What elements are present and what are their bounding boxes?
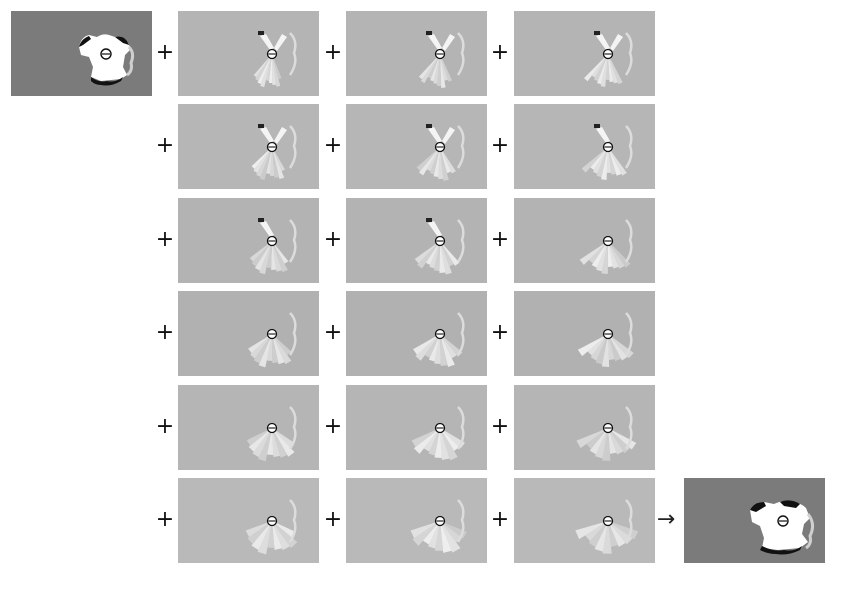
- robot-marker-icon: [266, 48, 278, 60]
- plus-operator: +: [155, 507, 175, 532]
- robot-marker-icon: [266, 328, 278, 340]
- plus-operator: +: [155, 133, 175, 158]
- scan-tile-r3-c3: [514, 198, 655, 283]
- scan-tile-r6-c2: [346, 478, 487, 563]
- scan-beam-arms: [258, 31, 287, 51]
- robot-marker-icon: [602, 141, 614, 153]
- scan-tile-r6-c3: [514, 478, 655, 563]
- robot-marker-icon: [434, 48, 446, 60]
- robot-marker-icon: [266, 515, 278, 527]
- output-map-image: [684, 478, 825, 563]
- plus-operator: +: [323, 227, 343, 252]
- plus-operator: +: [323, 133, 343, 158]
- scan-beam-arms: [426, 218, 442, 237]
- result-arrow-icon: →: [656, 507, 676, 532]
- sensor-scan-fan-icon: [581, 125, 633, 180]
- robot-marker-icon: [602, 48, 614, 60]
- sensor-scan-fan-icon: [579, 219, 633, 274]
- plus-operator: +: [155, 227, 175, 252]
- scan-tile-r5-c2: [346, 385, 487, 470]
- sensor-scan-fan-icon: [410, 499, 467, 553]
- sensor-scan-fan-icon: [416, 125, 465, 181]
- output-map: [684, 478, 825, 563]
- sensor-scan-fan-icon: [413, 312, 465, 368]
- robot-marker-icon: [434, 141, 446, 153]
- plus-operator: +: [155, 40, 175, 65]
- robot-marker-icon: [602, 235, 614, 247]
- robot-marker-icon: [434, 422, 446, 434]
- scan-beam-arms: [258, 124, 287, 144]
- sensor-scan-fan-icon: [418, 32, 465, 88]
- robot-marker-icon: [266, 422, 278, 434]
- input-map-image: [11, 11, 152, 96]
- sensor-scan-fan-icon: [249, 219, 297, 275]
- robot-marker-icon: [434, 515, 446, 527]
- scan-beam-arms: [426, 31, 455, 51]
- scan-tile-r4-c3: [514, 291, 655, 376]
- plus-operator: +: [323, 507, 343, 532]
- plus-operator: +: [155, 320, 175, 345]
- robot-marker-icon: [602, 515, 614, 527]
- scan-tile-r2-c1: [178, 104, 319, 189]
- scan-tile-r5-c1: [178, 385, 319, 470]
- sensor-scan-fan-icon: [253, 32, 297, 88]
- plus-operator: +: [490, 227, 510, 252]
- plus-operator: +: [155, 414, 175, 439]
- sensor-scan-fan-icon: [575, 499, 639, 554]
- robot-marker-icon: [266, 235, 278, 247]
- sensor-scan-fan-icon: [246, 406, 297, 462]
- scan-tile-r3-c2: [346, 198, 487, 283]
- sensor-scan-fan-icon: [248, 312, 297, 368]
- scan-tile-r1-c1: [178, 11, 319, 96]
- robot-marker-icon: [602, 328, 614, 340]
- scan-beam-arms: [258, 218, 274, 237]
- plus-operator: +: [490, 320, 510, 345]
- scan-tile-r1-c2: [346, 11, 487, 96]
- robot-marker-icon: [434, 235, 446, 247]
- scan-beam-arms: [426, 124, 455, 144]
- plus-operator: +: [323, 414, 343, 439]
- scan-tile-r3-c1: [178, 198, 319, 283]
- input-map: [11, 11, 152, 96]
- sensor-scan-fan-icon: [576, 406, 637, 461]
- sensor-scan-fan-icon: [577, 312, 634, 367]
- sensor-scan-fan-icon: [251, 125, 297, 181]
- scan-tile-r6-c1: [178, 478, 319, 563]
- plus-operator: +: [323, 320, 343, 345]
- scan-tile-r2-c2: [346, 104, 487, 189]
- plus-operator: +: [490, 414, 510, 439]
- robot-marker-icon: [602, 422, 614, 434]
- sensor-scan-fan-icon: [414, 219, 465, 275]
- scan-tile-r1-c3: [514, 11, 655, 96]
- sensor-scan-fan-icon: [584, 32, 633, 87]
- scan-beam-arms: [594, 31, 623, 51]
- robot-marker-icon: [434, 328, 446, 340]
- plus-operator: +: [323, 40, 343, 65]
- sensor-scan-fan-icon: [245, 499, 298, 555]
- scan-tile-r2-c3: [514, 104, 655, 189]
- plus-operator: +: [490, 133, 510, 158]
- scan-tile-r4-c2: [346, 291, 487, 376]
- plus-operator: +: [490, 40, 510, 65]
- scan-tile-r5-c3: [514, 385, 655, 470]
- scan-tile-r4-c1: [178, 291, 319, 376]
- robot-marker-icon: [266, 141, 278, 153]
- sensor-scan-fan-icon: [411, 406, 465, 461]
- scan-beam-arms: [594, 124, 610, 143]
- plus-operator: +: [490, 507, 510, 532]
